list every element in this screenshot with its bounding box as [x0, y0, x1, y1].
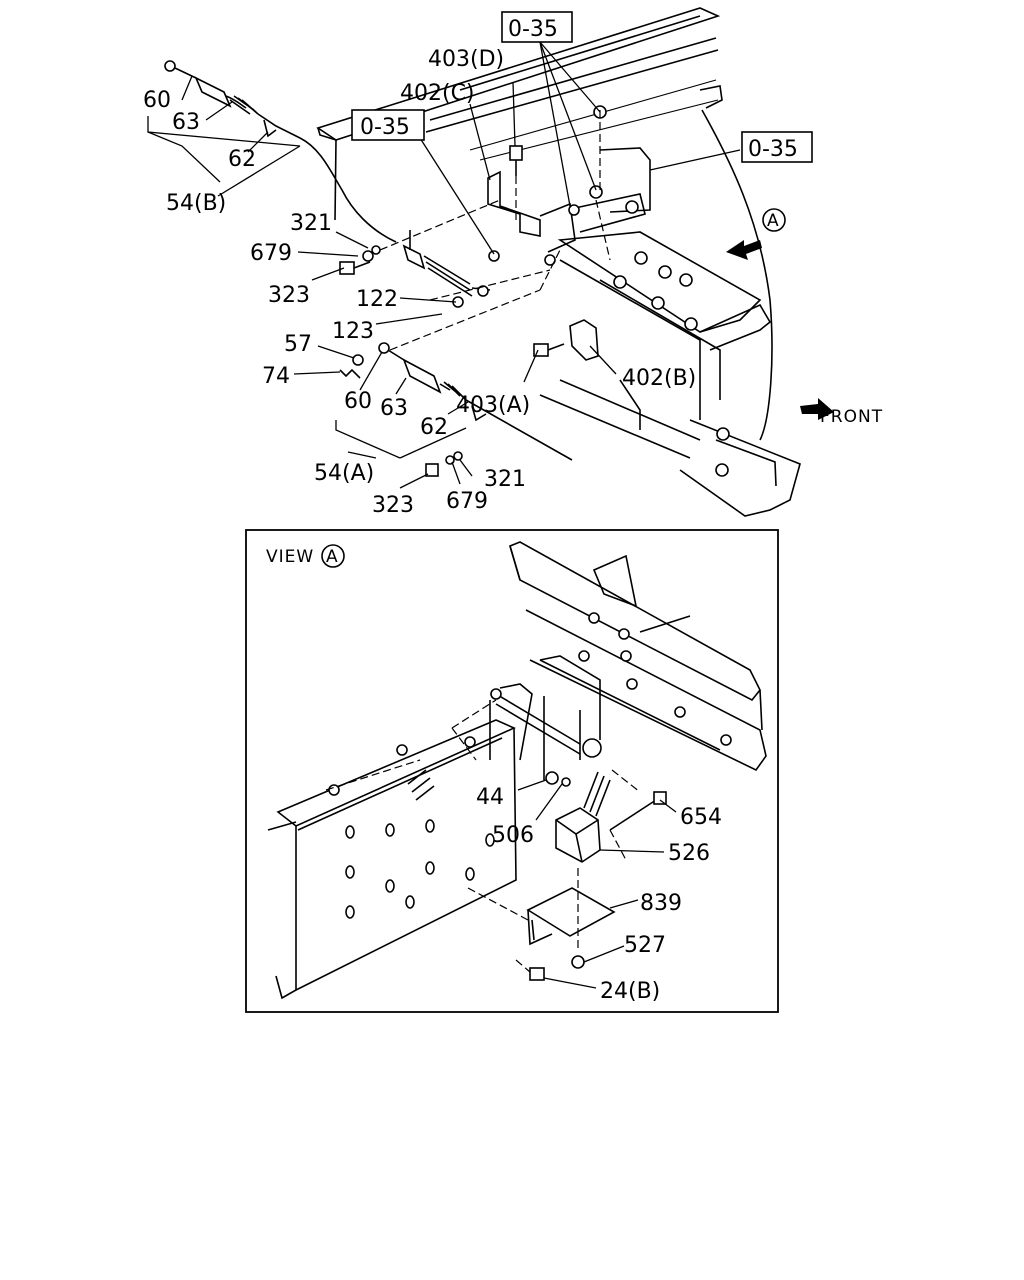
label-403-d: 403(D) — [428, 47, 504, 72]
view-fasteners — [529, 791, 667, 981]
cross-member — [539, 231, 801, 517]
label-506: 506 — [492, 823, 534, 848]
label-321-top: 321 — [290, 211, 332, 236]
label-323-bot: 323 — [372, 493, 414, 518]
label-54-a: 54(A) — [314, 461, 374, 486]
view-bracket-839 — [526, 887, 616, 946]
upper-exploded-view: 0-35 0-35 0-35 A FRONT 60 63 62 54(B) 40… — [143, 7, 883, 518]
label-63-a: 63 — [380, 396, 408, 421]
view-a-letter: A — [767, 211, 780, 231]
label-679-bot: 679 — [446, 489, 488, 514]
label-44: 44 — [476, 785, 504, 810]
alignment-lines-upper — [379, 110, 611, 351]
view-panel-marker-circle — [321, 544, 345, 568]
ref-left-label: 0-35 — [360, 115, 410, 140]
ref-box-left: 0-35 — [351, 109, 425, 141]
label-321-bot: 321 — [484, 467, 526, 492]
label-403-a: 403(A) — [456, 393, 530, 418]
front-arrow-icon — [800, 398, 834, 420]
cable-54b — [164, 60, 397, 243]
label-24-b: 24(B) — [600, 979, 660, 1004]
view-a-panel: VIEW A — [245, 529, 779, 1013]
view-leaders — [517, 779, 677, 989]
label-526: 526 — [668, 841, 710, 866]
leaders-upper — [147, 41, 741, 489]
view-direction-arrow — [726, 240, 762, 260]
front-indicator: FRONT — [800, 398, 883, 427]
label-57: 57 — [284, 332, 312, 357]
label-839: 839 — [640, 891, 682, 916]
cable-54a — [378, 342, 573, 461]
front-label: FRONT — [820, 407, 883, 427]
label-54-b: 54(B) — [166, 191, 226, 216]
label-62-b: 62 — [228, 147, 256, 172]
label-74: 74 — [262, 364, 290, 389]
bracket-402c — [487, 105, 651, 266]
view-frame-rail-upper — [509, 541, 767, 772]
label-62-a: 62 — [420, 415, 448, 440]
ref-right-label: 0-35 — [748, 137, 798, 162]
frame-rail-upper — [316, 7, 773, 441]
ref-box-top: 0-35 — [501, 11, 573, 43]
label-679-top: 679 — [250, 241, 292, 266]
fasteners-upper — [339, 145, 599, 477]
label-527: 527 — [624, 933, 666, 958]
label-654: 654 — [680, 805, 722, 830]
view-cross-shaft — [489, 655, 602, 780]
view-actuator-526 — [545, 771, 611, 863]
ref-top-label: 0-35 — [508, 17, 558, 42]
label-60-a: 60 — [344, 389, 372, 414]
label-402-c: 402(C) — [400, 81, 475, 106]
label-63-b: 63 — [172, 110, 200, 135]
ref-box-right: 0-35 — [741, 131, 813, 163]
label-60-b: 60 — [143, 88, 171, 113]
view-panel-border — [245, 529, 779, 1013]
label-122: 122 — [356, 287, 398, 312]
view-panel-title: VIEW — [266, 547, 314, 567]
view-frame-rail-lower — [267, 719, 517, 1000]
view-alignment-lines — [325, 699, 641, 973]
view-panel-marker-letter: A — [326, 547, 339, 567]
label-123: 123 — [332, 319, 374, 344]
label-323-top: 323 — [268, 283, 310, 308]
label-402-b: 402(B) — [622, 366, 696, 391]
view-a-marker: A — [726, 208, 786, 260]
